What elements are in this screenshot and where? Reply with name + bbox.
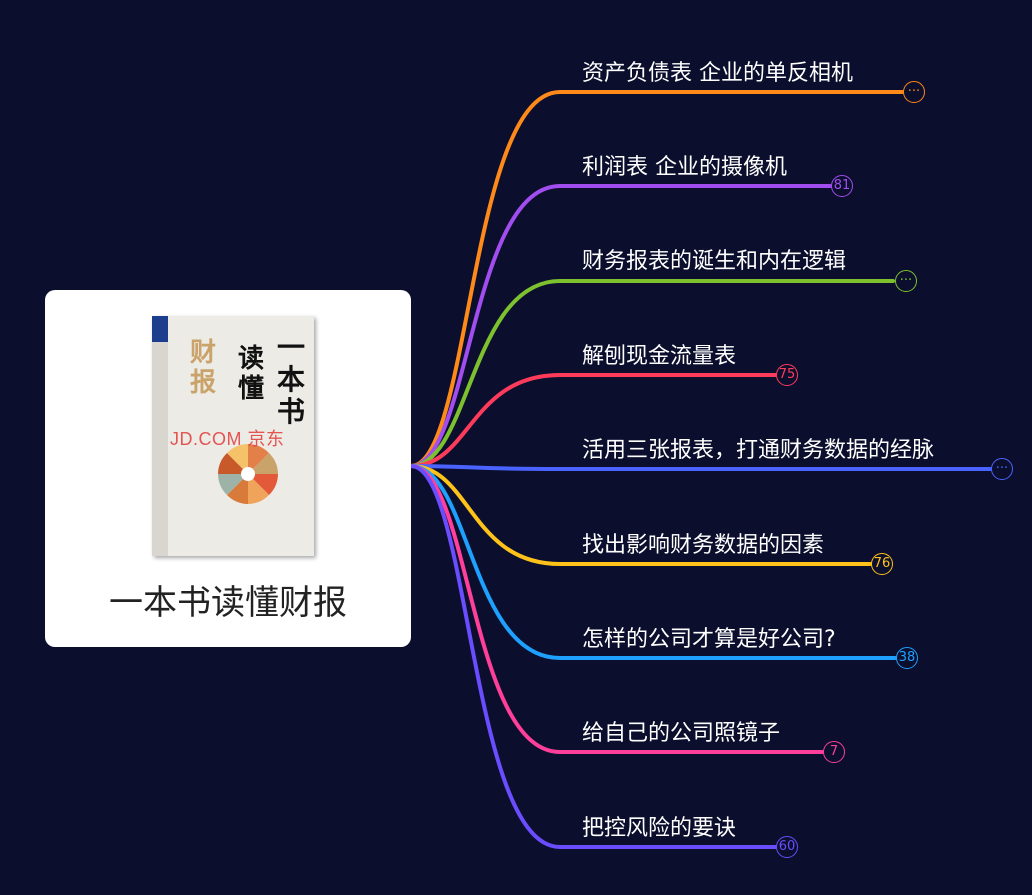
branch-connector: [409, 464, 777, 849]
branch-node-label[interactable]: 解刨现金流量表: [582, 344, 737, 369]
book-cover-image: 一 本 书 读 懂 财 报: [152, 316, 314, 556]
book-publisher-badge: [152, 316, 168, 342]
book-title-char: 财: [190, 338, 217, 368]
branch-connector: [409, 373, 777, 468]
child-count-badge[interactable]: 60: [776, 836, 798, 858]
book-spine: [152, 316, 168, 556]
child-count-badge[interactable]: 7: [823, 741, 845, 763]
branch-node-label[interactable]: 给自己的公司照镜子: [582, 721, 781, 746]
branch-node-label[interactable]: 利润表 企业的摄像机: [582, 155, 787, 180]
child-count-badge[interactable]: 75: [776, 364, 798, 386]
branch-node-label[interactable]: 财务报表的诞生和内在逻辑: [582, 249, 847, 274]
collapsed-children-indicator[interactable]: ···: [991, 458, 1013, 480]
branch-connector: [409, 90, 904, 468]
branch-connector: [409, 184, 832, 468]
branch-connector: [409, 464, 992, 471]
branch-node-label[interactable]: 把控风险的要诀: [582, 816, 737, 841]
child-count-badge[interactable]: 38: [896, 647, 918, 669]
branch-connector: [409, 464, 897, 660]
branch-node-label[interactable]: 活用三张报表，打通财务数据的经脉: [582, 438, 935, 463]
branch-node-label[interactable]: 资产负债表 企业的单反相机: [582, 61, 853, 86]
book-title-char: 本: [277, 363, 306, 396]
book-title-char: 一: [277, 331, 306, 364]
root-node-title[interactable]: 一本书读懂财报: [109, 583, 347, 623]
branch-node-label[interactable]: 怎样的公司才算是好公司?: [582, 627, 836, 652]
jd-watermark: JD.COM 京东: [170, 429, 285, 449]
branch-connector: [409, 464, 824, 754]
book-title-char: 读: [238, 344, 265, 374]
book-title-char: 报: [190, 368, 217, 398]
book-cover-graphic: [218, 444, 278, 504]
branch-connector: [409, 464, 872, 566]
branch-connector: [409, 279, 895, 468]
book-title-char: 懂: [238, 374, 265, 404]
branch-node-label[interactable]: 找出影响财务数据的因素: [582, 533, 825, 558]
collapsed-children-indicator[interactable]: ···: [895, 270, 917, 292]
child-count-badge[interactable]: 81: [831, 175, 853, 197]
collapsed-children-indicator[interactable]: ···: [903, 81, 925, 103]
child-count-badge[interactable]: 76: [871, 553, 893, 575]
book-title-char: 书: [277, 395, 306, 428]
